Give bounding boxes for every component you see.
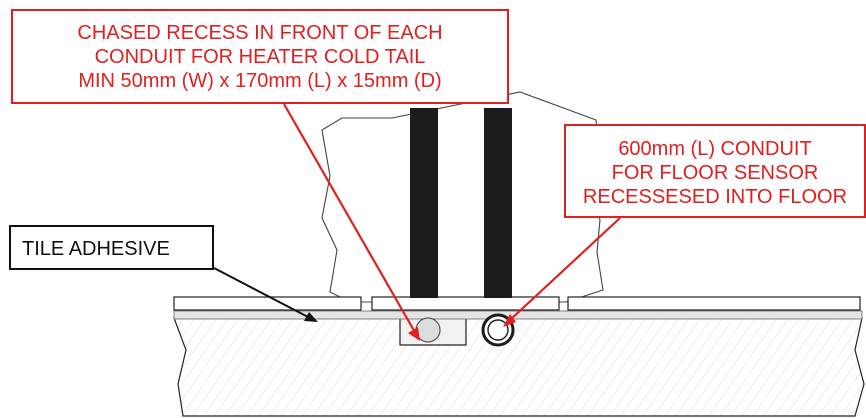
sensor-conduit-callout-line-2: FOR FLOOR SENSOR	[611, 162, 819, 184]
tile-right	[567, 296, 861, 311]
sensor-conduit	[484, 108, 512, 298]
heater-conduit	[410, 108, 438, 298]
chased-recess-callout: CHASED RECESS IN FRONT OF EACH CONDUIT F…	[11, 9, 509, 104]
sensor-conduit-callout-line-3: RECESSESED INTO FLOOR	[582, 186, 848, 208]
chased-recess-arrowhead	[408, 327, 420, 341]
tile-adhesive-callout: TILE ADHESIVE	[9, 225, 214, 270]
tile-adhesive-leader	[213, 267, 311, 319]
floor-screed	[173, 317, 865, 417]
tile-adhesive-label: TILE ADHESIVE	[22, 238, 170, 260]
chased-recess-leader	[283, 103, 417, 335]
tile-adhesive-layer	[173, 310, 863, 320]
chased-recess-callout-line-3: MIN 50mm (W) x 170mm (L) x 15mm (D)	[78, 70, 442, 92]
sensor-conduit-inner	[487, 319, 509, 341]
sensor-conduit-callout: 600mm (L) CONDUIT FOR FLOOR SENSOR RECES…	[564, 124, 866, 218]
chased-recess-callout-line-2: CONDUIT FOR HEATER COLD TAIL	[94, 46, 426, 68]
sensor-conduit-arrowhead	[503, 314, 516, 327]
tile-left	[173, 296, 362, 311]
tile-adhesive-arrowhead	[304, 312, 318, 322]
chased-recess-callout-line-1: CHASED RECESS IN FRONT OF EACH	[77, 22, 443, 44]
tile-middle	[371, 296, 560, 311]
wall-break-outline	[321, 91, 604, 303]
sensor-conduit-leader	[509, 217, 621, 321]
sensor-conduit-callout-line-1: 600mm (L) CONDUIT	[618, 138, 812, 160]
